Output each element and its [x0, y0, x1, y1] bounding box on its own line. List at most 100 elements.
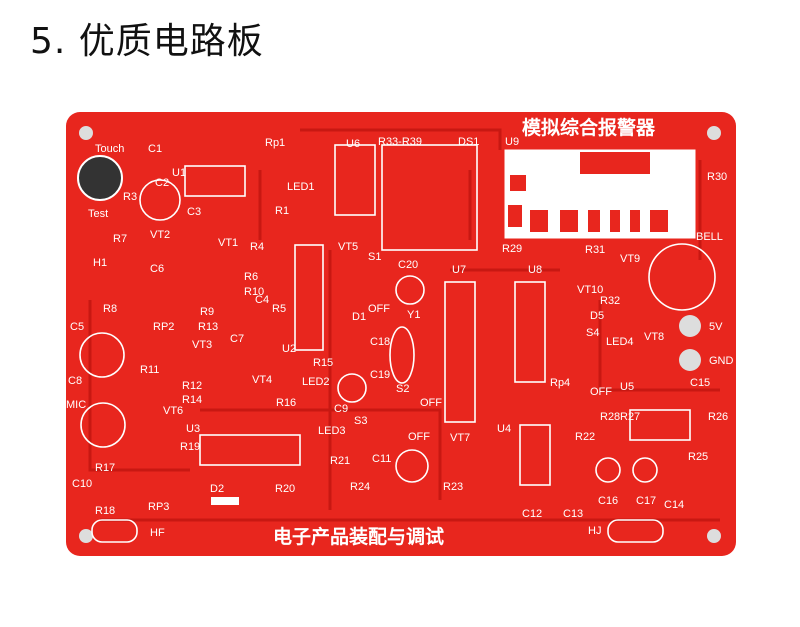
label-vt1: VT1 [218, 237, 238, 249]
label-h1: H1 [93, 257, 107, 269]
label-r17: R17 [95, 462, 115, 474]
label-rp4: Rp4 [550, 377, 570, 389]
label-c6: C6 [150, 263, 164, 275]
label-r16: R16 [276, 397, 296, 409]
label-u2: U2 [282, 343, 296, 355]
label-vt3: VT3 [192, 339, 212, 351]
label-hj: HJ [588, 525, 601, 537]
label-r9: R9 [200, 306, 214, 318]
label-r20: R20 [275, 483, 295, 495]
label-r18: R18 [95, 505, 115, 517]
label-c9: C9 [334, 403, 348, 415]
label-r32: R32 [600, 295, 620, 307]
label-r13: R13 [198, 321, 218, 333]
label-s3: S3 [354, 415, 367, 427]
label-r14: R14 [182, 394, 202, 406]
label-r8: R8 [103, 303, 117, 315]
label-d5: D5 [590, 310, 604, 322]
label-r19: R19 [180, 441, 200, 453]
label-r1: R1 [275, 205, 289, 217]
label-r31: R31 [585, 244, 605, 256]
label-off2: OFF [420, 397, 442, 409]
label-vt10: VT10 [577, 284, 603, 296]
label-c12: C12 [522, 508, 542, 520]
label-vt9: VT9 [620, 253, 640, 265]
label-s4: S4 [586, 327, 599, 339]
label-led4: LED4 [606, 336, 634, 348]
label-c15: C15 [690, 377, 710, 389]
label-ds1: DS1 [458, 136, 479, 148]
label-c17: C17 [636, 495, 656, 507]
label-r26: R26 [708, 411, 728, 423]
label-bell: BELL [696, 231, 723, 243]
label-vt7: VT7 [450, 432, 470, 444]
silkscreen-outlines [77, 144, 716, 543]
label-off3: OFF [408, 431, 430, 443]
label-c18: C18 [370, 336, 390, 348]
label-vt4: VT4 [252, 374, 272, 386]
label-mic: MIC [66, 399, 86, 411]
label-r29: R29 [502, 243, 522, 255]
label-r25: R25 [688, 451, 708, 463]
label-hf: HF [150, 527, 165, 539]
label-led3: LED3 [318, 425, 346, 437]
label-off4: OFF [590, 386, 612, 398]
label-r15: R15 [313, 357, 333, 369]
board-title-bottom: 电子产品装配与调试 [273, 525, 444, 548]
label-r12: R12 [182, 380, 202, 392]
board-title-top: 模拟综合报警器 [522, 116, 656, 139]
label-u3: U3 [186, 423, 200, 435]
page-heading: 5. 优质电路板 [30, 21, 264, 62]
label-c8: C8 [68, 375, 82, 387]
label-u6: U6 [346, 138, 360, 150]
label-r3: R3 [123, 191, 137, 203]
label-c11: C11 [372, 453, 391, 465]
label-r24: R24 [350, 481, 370, 493]
label-u7: U7 [452, 264, 466, 276]
label-c20: C20 [398, 259, 418, 271]
label-r4: R4 [250, 241, 264, 253]
label-r10: R10 [244, 286, 264, 298]
label-c1: C1 [148, 143, 162, 155]
label-r5: R5 [272, 303, 286, 315]
label-c4: C4 [255, 294, 269, 306]
label-s2: S2 [396, 383, 409, 395]
label-rp3: RP3 [148, 501, 169, 513]
label-rp2: RP2 [153, 321, 174, 333]
copper-traces [88, 128, 720, 522]
label-r22: R22 [575, 431, 595, 443]
label-r30: R30 [707, 171, 727, 183]
label-c2: C2 [155, 177, 169, 189]
label-r33-r39: R33-R39 [378, 136, 422, 148]
label-d1: D1 [352, 311, 366, 323]
label-y1: Y1 [407, 309, 420, 321]
label-u1: U1 [172, 167, 186, 179]
label-test: Test [88, 208, 108, 220]
label-c7: C7 [230, 333, 244, 345]
label-s1: S1 [368, 251, 381, 263]
label-u8: U8 [528, 264, 542, 276]
label-u5: U5 [620, 381, 634, 393]
label-r6: R6 [244, 271, 258, 283]
label-u9: U9 [505, 136, 519, 148]
label-touch: Touch [95, 143, 124, 155]
label-c10: C10 [72, 478, 92, 490]
mounting-holes [79, 126, 721, 543]
label-off1: OFF [368, 303, 390, 315]
label-gnd: GND [709, 355, 734, 367]
label-vt8: VT8 [644, 331, 664, 343]
label-5v: 5V [709, 321, 723, 333]
label-c16: C16 [598, 495, 618, 507]
label-d2: D2 [210, 483, 224, 495]
label-r7: R7 [113, 233, 127, 245]
label-vt5: VT5 [338, 241, 358, 253]
label-r11: R11 [140, 364, 159, 376]
label-u4: U4 [497, 423, 511, 435]
label-c19: C19 [370, 369, 390, 381]
label-r27: R27 [620, 411, 640, 423]
label-vt2: VT2 [150, 229, 170, 241]
component-labels: Touch Test C1 C2 C3 U1 Rp1 R3 LED1 R1 U6… [66, 136, 734, 539]
label-r28: R28 [600, 411, 620, 423]
label-led1: LED1 [287, 181, 315, 193]
